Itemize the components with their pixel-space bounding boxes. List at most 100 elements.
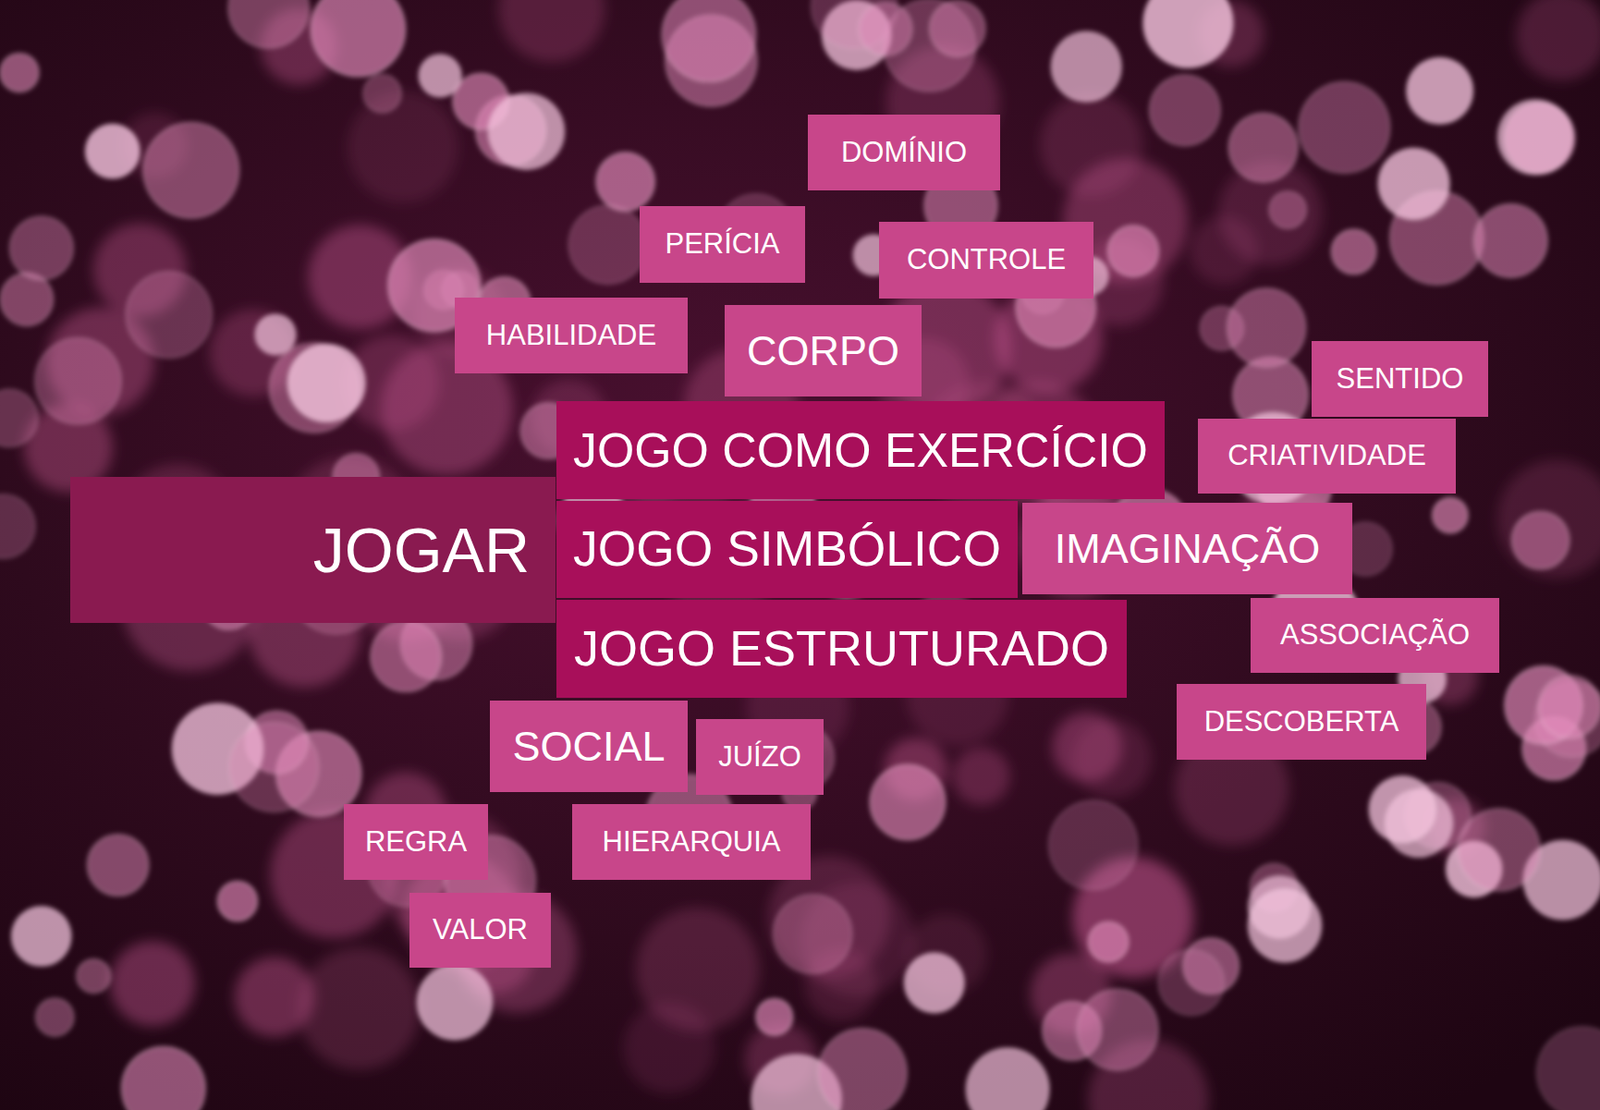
bokeh-blur — [1515, 0, 1600, 81]
node-label: JOGO ESTRUTURADO — [574, 621, 1110, 676]
bokeh-light — [1228, 112, 1298, 183]
bokeh-blur — [1189, 216, 1259, 285]
node-label: VALOR — [432, 914, 528, 946]
node-label: SOCIAL — [512, 723, 665, 770]
bokeh-light — [1474, 204, 1548, 278]
bokeh-light — [1048, 800, 1138, 891]
bokeh-light — [1457, 808, 1540, 892]
bokeh-light — [418, 54, 462, 98]
bokeh-blur — [499, 0, 606, 62]
bokeh-light — [965, 1048, 1050, 1110]
bokeh-light — [36, 998, 74, 1037]
bokeh-light — [370, 621, 441, 692]
bokeh-light — [363, 74, 402, 113]
bokeh-light — [904, 952, 965, 1013]
bokeh-light — [217, 880, 257, 921]
bokeh-light — [1511, 511, 1569, 569]
node-label: SENTIDO — [1336, 363, 1465, 395]
bokeh-light — [661, 0, 756, 82]
bokeh-light — [869, 764, 946, 841]
keyword-box: SENTIDO — [1311, 341, 1489, 417]
category-box: JOGO ESTRUTURADO — [556, 599, 1127, 698]
bokeh-light — [1076, 989, 1159, 1071]
bokeh-light — [929, 0, 986, 57]
bokeh-light — [1537, 1026, 1600, 1110]
bokeh-light — [0, 53, 39, 93]
bokeh-light — [756, 998, 794, 1036]
keyword-box: REGRA — [343, 804, 489, 880]
bokeh-light — [568, 205, 648, 284]
bokeh-light — [0, 272, 53, 326]
bokeh-light — [488, 93, 564, 170]
bokeh-blur — [1497, 460, 1600, 579]
keyword-box: SOCIAL — [489, 700, 688, 793]
bokeh-light — [12, 906, 72, 966]
node-label: ASSOCIAÇÃO — [1280, 619, 1470, 651]
bokeh-light — [1497, 99, 1573, 175]
bokeh-light — [772, 894, 852, 974]
hub-box: JOGAR — [70, 476, 556, 623]
bokeh-blur — [347, 92, 459, 204]
bokeh-light — [143, 122, 240, 219]
bokeh-light — [596, 152, 655, 211]
node-label: DOMÍNIO — [841, 136, 967, 169]
node-label: CONTROLE — [906, 244, 1066, 276]
node-label: CRIATIVIDADE — [1227, 439, 1427, 472]
keyword-box: VALOR — [409, 892, 551, 968]
keyword-box: PERÍCIA — [639, 206, 806, 283]
node-label: JUÍZO — [718, 741, 802, 773]
bokeh-light — [9, 216, 74, 281]
keyword-box: CRIATIVIDADE — [1197, 418, 1456, 494]
bokeh-light — [1148, 74, 1221, 147]
keyword-box: DOMÍNIO — [807, 114, 1001, 191]
bokeh-far — [24, 0, 1600, 1110]
bokeh-light — [858, 1, 913, 56]
bokeh-light — [1378, 147, 1450, 220]
bokeh-light — [416, 964, 492, 1040]
bokeh-light — [121, 1047, 206, 1110]
bokeh-light — [86, 834, 148, 896]
node-label: JOGO COMO EXERCÍCIO — [573, 424, 1149, 477]
keyword-box: CORPO — [724, 305, 922, 397]
bokeh-light — [1158, 950, 1224, 1016]
bokeh-light — [818, 1028, 907, 1110]
keyword-box: HABILIDADE — [454, 297, 688, 374]
bokeh-light — [1050, 31, 1122, 102]
bokeh-blur — [1073, 720, 1151, 798]
bokeh-light — [1087, 921, 1128, 962]
bokeh-light — [125, 271, 212, 358]
node-label: JOGAR — [313, 515, 530, 586]
bokeh-light — [1538, 675, 1600, 738]
bokeh-light — [0, 389, 38, 447]
bokeh-light — [1432, 497, 1468, 533]
keyword-box: DESCOBERTA — [1176, 683, 1427, 760]
bokeh-blur — [298, 947, 421, 1070]
bokeh-light — [1331, 229, 1376, 274]
node-label: HIERARQUIA — [602, 826, 782, 858]
keyword-box: ASSOCIAÇÃO — [1250, 598, 1500, 673]
keyword-box: JUÍZO — [696, 719, 824, 795]
bokeh-light — [287, 344, 366, 423]
keyword-box: HIERARQUIA — [572, 804, 811, 880]
node-label: CORPO — [746, 328, 900, 375]
bokeh-light — [1269, 191, 1307, 229]
bokeh-light — [228, 0, 309, 49]
bokeh-light — [310, 0, 405, 77]
bokeh-light — [1406, 57, 1473, 123]
node-label: REGRA — [365, 826, 467, 858]
bokeh-light — [76, 959, 111, 994]
node-label: IMAGINAÇÃO — [1054, 525, 1321, 573]
bokeh-light — [1107, 225, 1159, 277]
bokeh-light — [1227, 288, 1307, 367]
node-label: DESCOBERTA — [1204, 706, 1400, 738]
category-box: JOGO COMO EXERCÍCIO — [556, 401, 1165, 500]
keyword-box: IMAGINAÇÃO — [1022, 502, 1353, 595]
bokeh-light — [35, 338, 122, 425]
bokeh-light — [0, 494, 36, 559]
bokeh-light — [255, 314, 296, 355]
node-label: PERÍCIA — [664, 228, 780, 260]
bokeh-blur — [109, 940, 196, 1026]
node-label: JOGO SIMBÓLICO — [573, 522, 1002, 577]
